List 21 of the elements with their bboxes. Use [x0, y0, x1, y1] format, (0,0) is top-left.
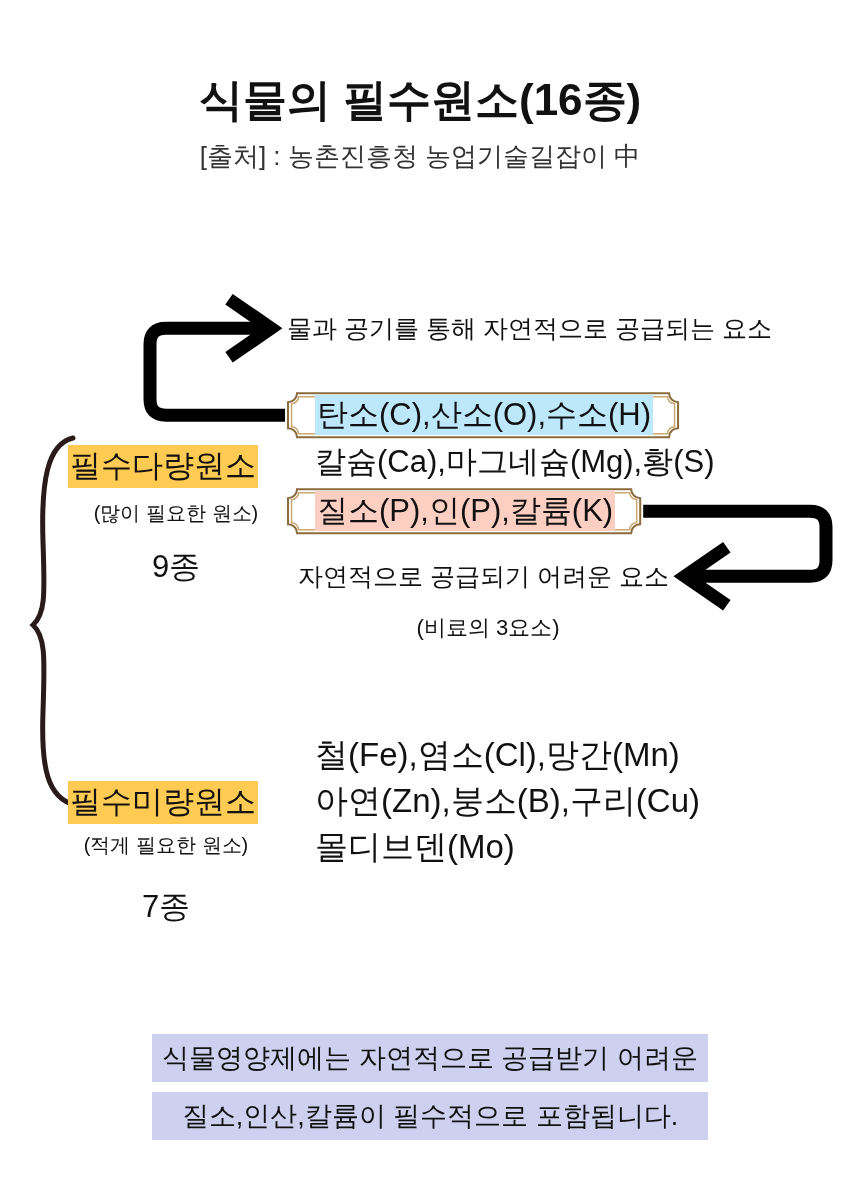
ornate-frame-box [287, 392, 680, 439]
title: 식물의 필수원소(16종) [197, 74, 643, 126]
element-list-text: 몰디브덴(Mo) [315, 827, 515, 867]
count-text: 9종 [150, 548, 202, 586]
arrow [643, 504, 833, 612]
highlighted-text: 질소(P),인(P),칼륨(K) [315, 491, 616, 532]
annotation-text: 자연적으로 공급되기 어려운 요소 [298, 560, 669, 593]
subtitle-text: (적게 필요한 원소) [82, 833, 250, 858]
highlighted-heading: 필수다량원소 [68, 445, 258, 488]
highlighted-heading: 필수미량원소 [68, 781, 258, 824]
element-list-text: 칼슘(Ca),마그네슘(Mg),황(S) [315, 443, 715, 481]
source-note: [출처] : 농촌진흥청 농업기술길잡이 中 [198, 140, 642, 173]
annotation-subtext: (비료의 3요소) [415, 614, 561, 642]
annotation-text: 물과 공기를 통해 자연적으로 공급되는 요소 [287, 312, 772, 345]
element-list-text: 철(Fe),염소(Cl),망간(Mn) [315, 735, 680, 775]
ornate-frame-box [287, 488, 642, 535]
arrow [143, 292, 285, 422]
subtitle-text: (많이 필요한 원소) [92, 501, 260, 526]
highlighted-text: 탄소(C),산소(O),수소(H) [315, 395, 654, 436]
count-text: 7종 [140, 888, 192, 926]
element-list-text: 아연(Zn),붕소(B),구리(Cu) [315, 781, 700, 821]
